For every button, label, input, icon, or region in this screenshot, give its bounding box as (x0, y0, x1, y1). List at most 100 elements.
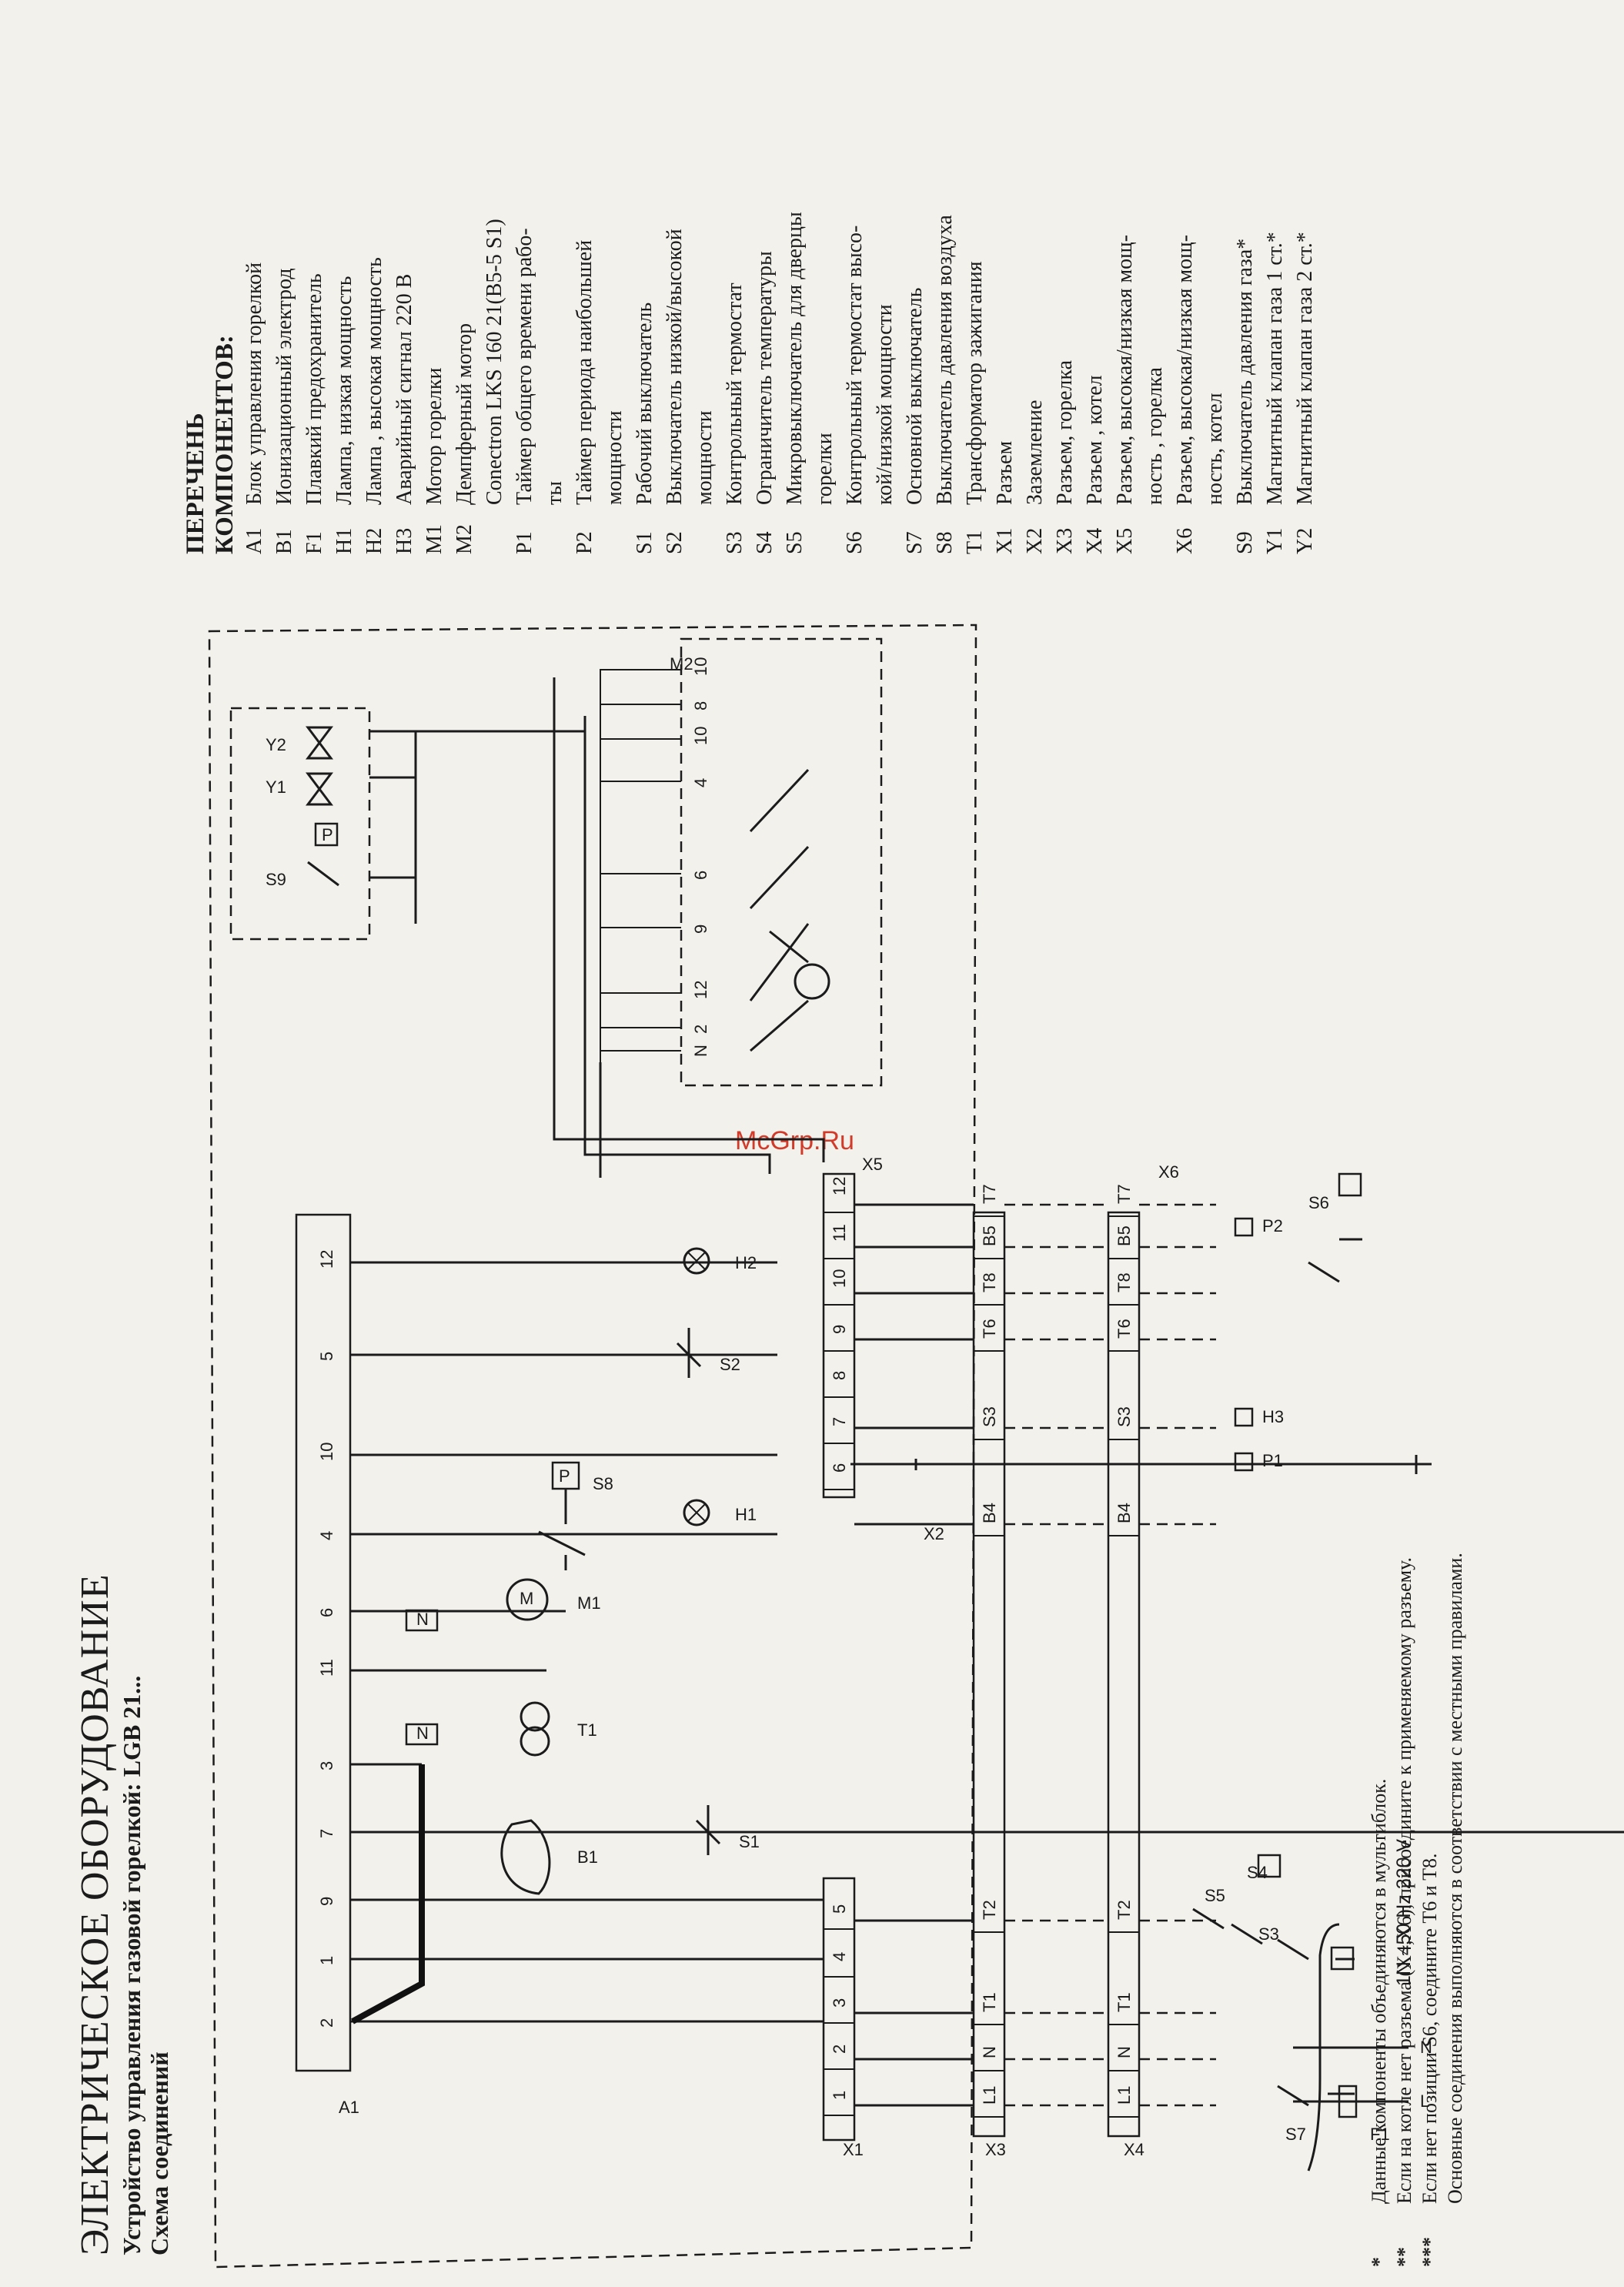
n-block-1 (405, 1609, 439, 1632)
x2-label: X2 (924, 1524, 944, 1543)
h2-label: H2 (735, 1253, 757, 1272)
x1-terminal-label: 1 (830, 2091, 849, 2100)
x4-terminal-label: T6 (1114, 1319, 1134, 1339)
s2-switch (676, 1328, 702, 1378)
m2-wire (600, 738, 681, 1085)
s5-label: S5 (1205, 1886, 1225, 1905)
m2-terminal-label: N (691, 1045, 710, 1057)
s8-contact (538, 1489, 586, 1570)
x5-terminal-label: 6 (830, 1463, 849, 1473)
x5-terminal-label: 10 (830, 1269, 849, 1288)
watermark: McGrp.Ru (735, 1126, 854, 1155)
x3-strip (972, 1211, 1006, 2138)
s9-contact (307, 861, 339, 887)
m2-terminal-label: 10 (691, 657, 710, 676)
y1-valve (306, 772, 333, 806)
s5-microswitch (1192, 1908, 1225, 1930)
m2-terminal-label: 8 (691, 701, 710, 711)
t1-coil-2 (520, 1726, 550, 1757)
m2-terminal-label: 2 (691, 1025, 710, 1034)
s9-label: S9 (266, 870, 286, 889)
x3-terminal-label: N (980, 2046, 999, 2058)
s9-p-label: P (322, 825, 333, 844)
b1-label: B1 (577, 1847, 598, 1867)
a1-terminal-label: 3 (317, 1761, 336, 1770)
a1-terminal-label: 4 (317, 1531, 336, 1540)
n-block-2 (405, 1723, 439, 1746)
m2-damper-motor (680, 637, 883, 1087)
h1-lamp (683, 1499, 710, 1526)
n-block-2-label: N (416, 1724, 429, 1743)
x4-label: X4 (1124, 2140, 1144, 2159)
burner-boundary (208, 624, 977, 2269)
h2-lamp (683, 1247, 710, 1275)
m2-terminal-label: 4 (691, 778, 710, 787)
x3-terminal-label: S3 (980, 1406, 999, 1427)
m2-terminal-label: 10 (691, 727, 710, 745)
supply-l-label: L (1420, 2091, 1429, 2111)
x1-terminal-label: 4 (830, 1952, 849, 1961)
f1-label: F1 (1370, 2125, 1390, 2144)
s9-pressure-box (314, 822, 339, 847)
p2-timer (1234, 1217, 1254, 1237)
x3-x4-links (854, 1203, 1432, 2107)
x4-terminal-label: N (1114, 2046, 1134, 2058)
s1-label: S1 (739, 1832, 760, 1851)
n-block-1-label: N (416, 1610, 429, 1629)
a1-terminal-label: 1 (317, 1956, 336, 1965)
neutral-bus (351, 1764, 425, 2025)
m1-motor (506, 1578, 549, 1621)
p2-label: P2 (1262, 1216, 1283, 1235)
x4-strip (1107, 1211, 1141, 2138)
a1-terminal-label: 9 (317, 1897, 336, 1906)
s4-limiter (1231, 1923, 1263, 1945)
m2-bus-2 (583, 716, 771, 1174)
m2-terminal-label: 12 (691, 981, 710, 999)
m2-internal (749, 768, 810, 1052)
s6-sensor (1338, 1172, 1362, 1197)
s4-label: S4 (1247, 1863, 1268, 1882)
x3-terminal-label: T1 (980, 1992, 999, 2012)
a1-control-unit (295, 1213, 352, 2072)
x4-terminal-label: T7 (1114, 1184, 1134, 1204)
x4-terminal-label: B4 (1114, 1503, 1134, 1523)
x4-terminal-label: T1 (1114, 1992, 1134, 2012)
x3-terminal-label: T7 (980, 1184, 999, 1204)
m2-wire (600, 1027, 681, 1085)
x3-terminal-label: T6 (980, 1319, 999, 1339)
x1-strip (822, 1877, 856, 2142)
a1-wires (350, 1261, 1624, 2023)
h1-label: H1 (735, 1505, 757, 1524)
supply-brace (1307, 1923, 1340, 2172)
s4-sensor (1257, 1854, 1281, 1878)
x1-label: X1 (843, 2140, 864, 2159)
x5-terminal-label: 8 (830, 1371, 849, 1380)
m2-wire (600, 992, 681, 1085)
a1-label: A1 (339, 2098, 359, 2117)
multiblock-wires (369, 730, 585, 924)
s3-label: S3 (1258, 1924, 1279, 1944)
x6-label: X6 (1158, 1162, 1179, 1182)
p1-timer (1234, 1452, 1254, 1472)
m1-label: M1 (577, 1593, 601, 1613)
m2-wire (600, 927, 681, 1085)
m2-motor-symbol (794, 963, 830, 1000)
a1-terminal-label: 12 (317, 1250, 336, 1269)
a1-terminal-label: 11 (317, 1659, 336, 1677)
m2-terminal-label: 9 (691, 924, 710, 934)
x4-terminal-label: S3 (1114, 1406, 1134, 1427)
x3-label: X3 (985, 2140, 1006, 2159)
a1-terminal-label: 2 (317, 2018, 336, 2028)
x1-terminal-label: 2 (830, 2045, 849, 2054)
x3-terminal-label: T2 (980, 1900, 999, 1920)
h3-alarm (1234, 1407, 1254, 1427)
t1-coil-1 (520, 1701, 550, 1732)
m2-wire (600, 669, 681, 1085)
x5-label: X5 (862, 1155, 883, 1174)
x1-terminal-label: 3 (830, 1998, 849, 2008)
